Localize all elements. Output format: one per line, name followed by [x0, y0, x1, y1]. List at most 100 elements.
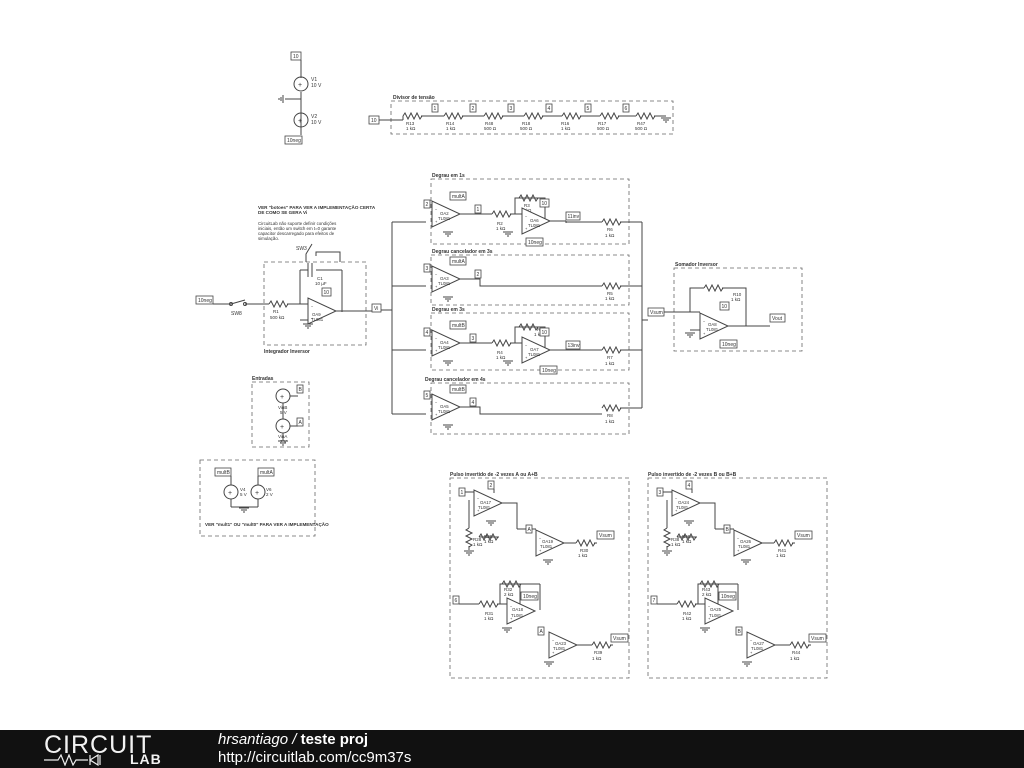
svg-text:Somador Inversor: Somador Inversor	[675, 262, 718, 268]
svg-text:10: 10	[293, 54, 299, 60]
svg-text:A: A	[299, 420, 303, 426]
project-title: hrsantiago / teste proj	[218, 731, 368, 748]
svg-text:R18: R18	[522, 121, 531, 126]
svg-text:R29: R29	[484, 534, 493, 539]
svg-text:10neg: 10neg	[528, 240, 542, 246]
svg-text:500 Ω: 500 Ω	[635, 126, 648, 131]
svg-text:3: 3	[426, 266, 429, 272]
svg-text:R6: R6	[607, 227, 613, 232]
svg-text:R47: R47	[637, 121, 646, 126]
svg-text:TL081: TL081	[478, 505, 491, 510]
svg-text:2 kΩ: 2 kΩ	[702, 592, 712, 597]
note-botoes: VER "botoes" PARA VER A IMPLEMENTAÇÃO CE…	[258, 204, 376, 215]
svg-text:1 kΩ: 1 kΩ	[496, 355, 506, 360]
svg-text:Vsum: Vsum	[613, 636, 626, 642]
svg-text:2: 2	[477, 272, 480, 278]
circuitlab-logo-lab: LAB	[130, 751, 162, 767]
svg-text:R14: R14	[446, 121, 455, 126]
svg-text:TL081: TL081	[438, 281, 451, 286]
svg-text:VER "botoes" PARA VER A IMPLEM: VER "botoes" PARA VER A IMPLEMENTAÇÃO CE…	[258, 204, 376, 210]
svg-text:Entradas: Entradas	[252, 376, 274, 382]
title-separator: /	[288, 731, 301, 748]
project-url-link[interactable]: http://circuitlab.com/cc9m37s	[218, 749, 412, 766]
svg-text:10neg: 10neg	[523, 594, 537, 600]
svg-text:TL081: TL081	[540, 544, 553, 549]
svg-text:1 kΩ: 1 kΩ	[406, 126, 416, 131]
svg-text:4: 4	[472, 400, 475, 406]
supply-v1-v2: 10 V1 10 V V2 10 V 10neg	[278, 51, 322, 145]
svg-text:R43: R43	[702, 587, 711, 592]
svg-text:OA3: OA3	[440, 276, 449, 281]
svg-text:OA18: OA18	[512, 607, 524, 612]
svg-text:10: 10	[542, 330, 548, 336]
svg-text:Vsum: Vsum	[797, 533, 810, 539]
svg-text:OA9: OA9	[312, 312, 321, 317]
svg-text:10neg: 10neg	[542, 368, 556, 374]
svg-text:500 Ω: 500 Ω	[484, 126, 497, 131]
svg-text:R31: R31	[485, 611, 494, 616]
svg-text:R3: R3	[524, 203, 530, 208]
svg-text:10neg: 10neg	[721, 594, 735, 600]
block-pulsoB: Pulso invertido de -2 vezes B ou B+B 3 4…	[647, 472, 828, 679]
svg-text:10: 10	[324, 290, 330, 296]
svg-text:R40: R40	[682, 534, 691, 539]
svg-text:1 kΩ: 1 kΩ	[682, 539, 692, 544]
svg-text:2 V: 2 V	[266, 492, 273, 497]
svg-text:R38: R38	[671, 537, 680, 542]
svg-text:TL081: TL081	[676, 505, 689, 510]
svg-text:1 kΩ: 1 kΩ	[605, 296, 615, 301]
svg-text:1 kΩ: 1 kΩ	[671, 542, 681, 547]
svg-text:3: 3	[659, 490, 662, 496]
svg-text:R10: R10	[733, 292, 742, 297]
svg-text:OA23: OA23	[555, 641, 567, 646]
svg-text:A: A	[540, 629, 544, 635]
svg-text:6: 6	[625, 106, 628, 112]
svg-text:TL081: TL081	[511, 613, 524, 618]
svg-text:1 kΩ: 1 kΩ	[484, 616, 494, 621]
svg-text:OA4: OA4	[440, 340, 449, 345]
v1-label: V1	[311, 77, 317, 83]
svg-text:5: 5	[426, 393, 429, 399]
svg-text:OA7: OA7	[530, 347, 539, 352]
svg-text:1 kΩ: 1 kΩ	[496, 226, 506, 231]
svg-text:TL081: TL081	[738, 544, 751, 549]
svg-text:Degrau em 3s: Degrau em 3s	[432, 307, 465, 313]
svg-text:500 Ω: 500 Ω	[520, 126, 533, 131]
project-name-link[interactable]: teste proj	[300, 731, 369, 748]
svg-text:V6: V6	[266, 487, 272, 492]
svg-text:SW3: SW3	[296, 246, 307, 252]
svg-text:R8: R8	[607, 413, 613, 418]
svg-text:A: A	[528, 527, 532, 533]
svg-text:5 V: 5 V	[240, 492, 247, 497]
tag-10-top: 10	[290, 51, 302, 61]
author-link[interactable]: hrsantiago	[218, 731, 289, 748]
svg-text:3: 3	[510, 106, 513, 112]
svg-text:3: 3	[472, 336, 475, 342]
svg-text:OA27: OA27	[753, 641, 765, 646]
svg-text:multA: multA	[260, 470, 273, 476]
svg-text:TL081: TL081	[706, 327, 719, 332]
svg-text:Integrador Inversor: Integrador Inversor	[264, 349, 310, 355]
svg-text:multB: multB	[452, 387, 465, 393]
svg-text:1 kΩ: 1 kΩ	[561, 126, 571, 131]
svg-text:TL081: TL081	[751, 646, 764, 651]
v2-label: V2	[311, 114, 317, 120]
svg-text:TL081: TL081	[528, 352, 541, 357]
sum-bus	[641, 222, 648, 408]
vi-bus	[381, 221, 426, 415]
svg-text:OA24: OA24	[678, 500, 690, 505]
circuit-wave-icon	[44, 754, 101, 766]
svg-text:10: 10	[371, 118, 377, 124]
svg-text:R48: R48	[485, 121, 494, 126]
svg-text:Vsum: Vsum	[650, 310, 663, 316]
svg-text:B: B	[738, 629, 742, 635]
svg-text:1 kΩ: 1 kΩ	[605, 419, 615, 424]
svg-text:VinA: VinA	[278, 434, 287, 439]
svg-text:Pulso invertido de -2 vezes A: Pulso invertido de -2 vezes A ou A+B	[450, 472, 538, 478]
circuitlab-logo[interactable]: CIRCUIT	[44, 731, 153, 759]
svg-text:500 kΩ: 500 kΩ	[270, 315, 285, 320]
